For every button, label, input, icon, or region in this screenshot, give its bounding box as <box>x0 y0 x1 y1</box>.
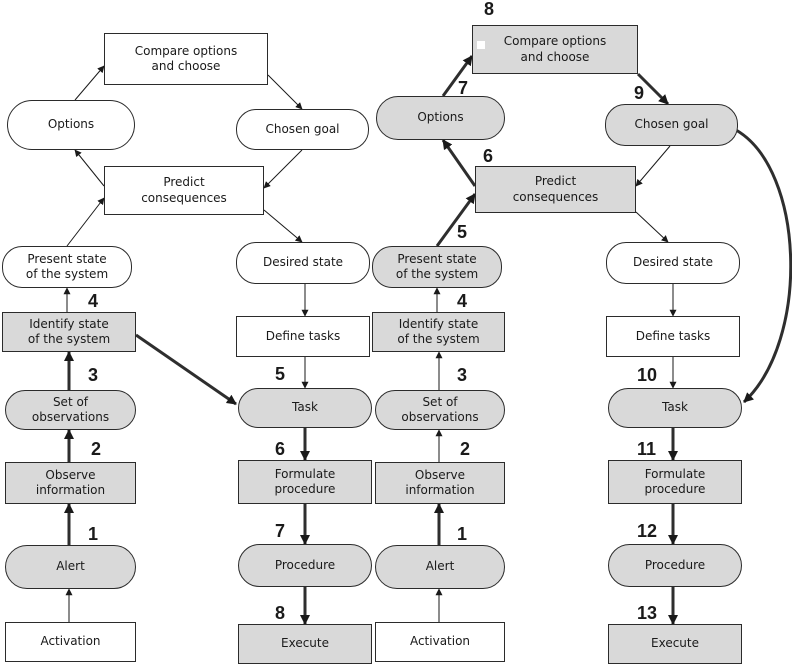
right-step-number-12: 12 <box>637 521 658 541</box>
right-present-state-node: Present state of the system <box>372 246 502 288</box>
right-options-label: Options <box>417 110 464 125</box>
arrow-goal-to-task-right <box>735 128 792 404</box>
right-step-number-4: 4 <box>457 291 468 311</box>
right-step-number-8: 8 <box>484 0 495 19</box>
left-step-number-8: 8 <box>275 603 286 623</box>
left-observations-node: Set of observations <box>5 390 136 430</box>
left-define-tasks-label: Define tasks <box>265 328 341 343</box>
arrow-goal-to-predict-right <box>635 145 671 187</box>
right-step-number-9: 9 <box>634 83 645 103</box>
right-observations-node: Set of observations <box>375 390 505 430</box>
right-step-number-1: 1 <box>457 524 468 544</box>
arrow-predict-to-desired-left <box>263 209 303 243</box>
right-present-state-label: Present state of the system <box>395 251 479 281</box>
arrow-present-to-predict-right <box>435 193 477 247</box>
left-present-state-label: Present state of the system <box>25 251 109 281</box>
right-step-number-10: 10 <box>637 365 658 385</box>
arrow-predict-to-options-right <box>441 139 477 187</box>
right-desired-state-node: Desired state <box>606 242 740 284</box>
right-compare-options-box: Compare options and choose <box>472 25 638 74</box>
right-step-number-11: 11 <box>637 439 657 459</box>
right-compare-options-label: Compare options and choose <box>503 34 607 64</box>
left-formulate-label: Formulate procedure <box>274 466 336 496</box>
right-task-label: Task <box>662 400 688 415</box>
right-desired-state-label: Desired state <box>632 255 714 270</box>
left-step-number-2: 2 <box>91 439 102 459</box>
right-define-tasks-box: Define tasks <box>606 316 740 357</box>
arrow-present-to-predict-left <box>66 197 105 247</box>
left-desired-state-label: Desired state <box>262 255 344 270</box>
right-execute-box: Execute <box>608 624 742 664</box>
arrow-predict-to-options-left <box>74 149 105 187</box>
right-observations-label: Set of observations <box>401 394 479 424</box>
left-procedure-label: Procedure <box>274 557 336 572</box>
right-identify-state-label: Identify state of the system <box>397 316 480 346</box>
right-step-number-6: 6 <box>483 146 494 166</box>
left-task-node: Task <box>238 388 372 428</box>
right-alert-label: Alert <box>425 559 455 574</box>
right-options-node: Options <box>376 96 505 140</box>
right-formulate-box: Formulate procedure <box>608 460 742 504</box>
left-define-tasks-box: Define tasks <box>236 316 370 357</box>
right-chosen-goal-node: Chosen goal <box>605 104 738 146</box>
right-activation-label: Activation <box>409 634 471 649</box>
right-step-number-5: 5 <box>457 222 468 242</box>
left-step-number-1: 1 <box>88 524 99 544</box>
left-procedure-node: Procedure <box>238 544 372 587</box>
left-observations-label: Set of observations <box>31 394 110 424</box>
right-predict-box: Predict consequences <box>475 166 636 213</box>
left-step-number-4: 4 <box>88 291 99 311</box>
left-step-number-7: 7 <box>275 521 286 541</box>
left-alert-node: Alert <box>5 545 136 589</box>
right-step-number-7: 7 <box>458 78 469 98</box>
right-procedure-node: Procedure <box>608 544 742 587</box>
left-step-number-6: 6 <box>275 439 286 459</box>
small-white-marker <box>477 41 485 49</box>
left-step-number-5: 5 <box>275 364 286 384</box>
left-execute-label: Execute <box>281 636 329 651</box>
arrow-compare-to-goal-left <box>267 74 303 110</box>
left-task-label: Task <box>292 400 318 415</box>
left-options-label: Options <box>47 117 95 132</box>
arrow-identify-to-task-left <box>135 333 237 406</box>
right-step-number-3: 3 <box>457 365 468 385</box>
right-procedure-label: Procedure <box>644 557 706 572</box>
left-compare-options-label: Compare options and choose <box>134 43 238 73</box>
left-desired-state-node: Desired state <box>236 242 370 284</box>
left-alert-label: Alert <box>56 559 85 574</box>
right-step-number-13: 13 <box>637 603 658 623</box>
left-predict-label: Predict consequences <box>141 175 227 205</box>
right-observe-label: Observe information <box>405 467 475 497</box>
left-present-state-node: Present state of the system <box>2 246 132 288</box>
left-identify-state-label: Identify state of the system <box>27 316 111 346</box>
arrow-options-to-compare-left <box>74 65 105 101</box>
left-formulate-box: Formulate procedure <box>238 460 372 504</box>
right-execute-label: Execute <box>651 636 699 651</box>
right-step-number-2: 2 <box>460 439 471 459</box>
left-observe-box: Observe information <box>5 462 136 504</box>
left-options-node: Options <box>7 100 135 150</box>
arrow-predict-to-desired-right <box>635 211 669 243</box>
right-define-tasks-label: Define tasks <box>635 328 711 343</box>
left-activation-label: Activation <box>40 634 101 649</box>
left-activation-box: Activation <box>5 622 136 662</box>
right-alert-node: Alert <box>375 545 505 589</box>
arrow-goal-to-predict-left <box>263 149 303 189</box>
left-identify-state-box: Identify state of the system <box>2 312 136 352</box>
right-predict-label: Predict consequences <box>512 174 599 204</box>
left-compare-options-box: Compare options and choose <box>104 33 268 85</box>
left-step-number-3: 3 <box>88 365 99 385</box>
right-task-node: Task <box>608 388 742 428</box>
right-identify-state-box: Identify state of the system <box>372 312 505 352</box>
left-chosen-goal-label: Chosen goal <box>265 121 340 136</box>
left-chosen-goal-node: Chosen goal <box>236 109 369 150</box>
right-chosen-goal-label: Chosen goal <box>634 117 709 132</box>
right-activation-box: Activation <box>375 622 505 662</box>
left-execute-box: Execute <box>238 624 372 664</box>
left-observe-label: Observe information <box>35 467 106 497</box>
right-observe-box: Observe information <box>375 462 505 504</box>
left-predict-box: Predict consequences <box>104 166 264 215</box>
right-formulate-label: Formulate procedure <box>644 466 706 496</box>
